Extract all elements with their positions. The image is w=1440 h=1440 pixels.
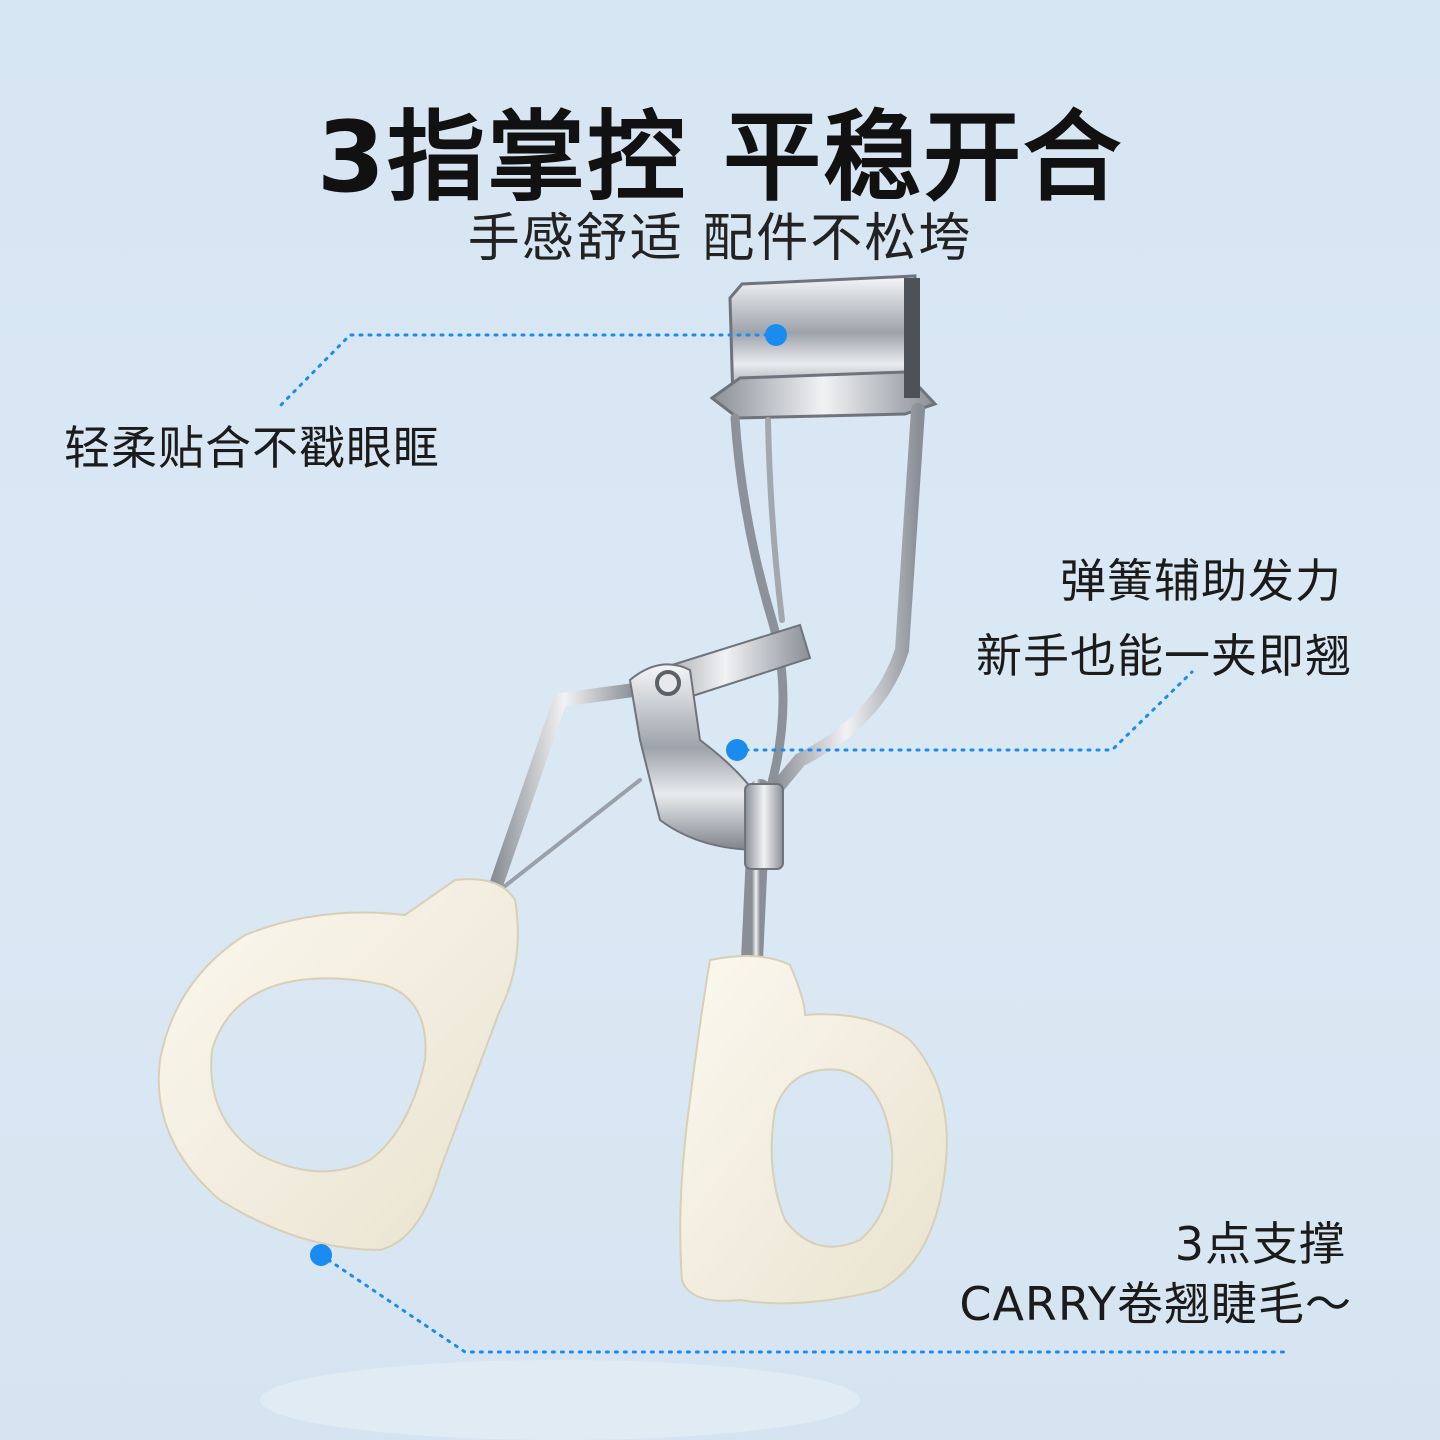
callout-lines — [276, 333, 1292, 1354]
callout-spring-line2: 新手也能一夹即翘 — [976, 629, 1352, 683]
pad-dot — [765, 324, 787, 346]
callout-spring-line1: 弹簧辅助发力 — [1060, 554, 1342, 608]
lever-plate — [628, 623, 812, 870]
subheadline: 手感舒适 配件不松垮 — [467, 209, 973, 269]
callout-pad: 轻柔贴合不戳眼眶 — [64, 421, 440, 475]
callout-support-line1: 3点支撑 — [1174, 1217, 1346, 1271]
support-dot — [310, 1244, 332, 1266]
clamp-head — [709, 274, 938, 420]
spring-dot — [726, 739, 748, 761]
headline: 3指掌控 平稳开合 — [316, 101, 1124, 215]
left-handle — [157, 878, 519, 1252]
callout-support-line2: CARRY卷翘睫毛～ — [959, 1277, 1352, 1331]
right-handle — [679, 955, 948, 1305]
